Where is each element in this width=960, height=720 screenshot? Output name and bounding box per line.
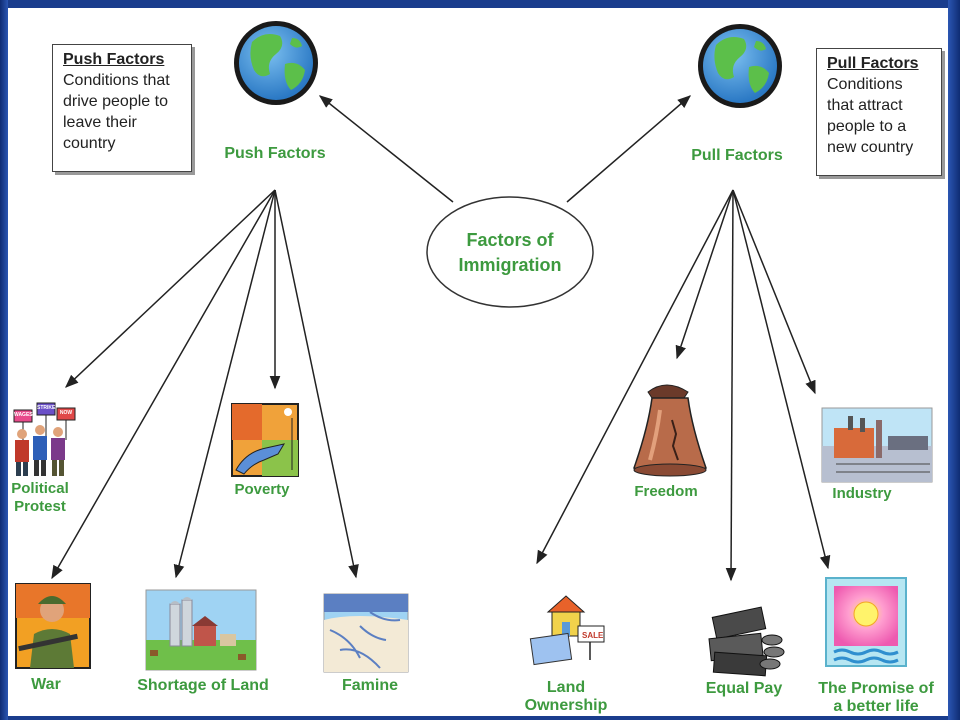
pull-factors-heading: Pull Factors (691, 147, 783, 164)
pull-definition-line: that attract (827, 97, 903, 114)
push-definition-box: Push Factors Conditions that drive peopl… (52, 44, 192, 172)
factory-icon (821, 407, 933, 483)
house-icon: SALE (529, 595, 605, 666)
label-promise-better-life: The Promise of a better life (810, 680, 942, 716)
center-title-line: Factors of (466, 230, 554, 250)
label-line: Political (11, 480, 69, 497)
label-freedom: Freedom (634, 483, 698, 500)
label-famine: Famine (341, 677, 398, 694)
push-definition-line: leave their (63, 114, 137, 131)
sale-sign: SALE (582, 631, 604, 640)
pull-definition-line: new country (827, 139, 914, 156)
farm-icon (145, 589, 257, 671)
center-title-line: Immigration (458, 255, 562, 275)
label-equal-pay: Equal Pay (705, 680, 783, 697)
label-line: Land (546, 679, 586, 696)
liberty-bell-icon (633, 384, 707, 477)
arrow-center-to-pull (566, 95, 692, 203)
center-ellipse (426, 196, 594, 308)
label-political-protest: Political Protest (2, 480, 78, 516)
push-definition-title: Push Factors (63, 51, 165, 68)
pull-definition-box: Pull Factors Conditions that attract peo… (816, 48, 942, 176)
push-arrows (51, 189, 359, 580)
label-shortage-of-land: Shortage of Land (137, 677, 269, 694)
arrow-center-to-push (318, 95, 454, 203)
label-industry: Industry (832, 485, 892, 502)
protest-icon (13, 402, 76, 476)
sun-icon (825, 577, 907, 667)
protest-sign-text: WAGES (14, 412, 33, 418)
label-land-ownership: Land Ownership (518, 679, 614, 715)
pull-definition-line: people to a (827, 118, 907, 135)
push-definition-line: country (63, 135, 116, 152)
poverty-icon (231, 403, 299, 477)
globe-icon (698, 24, 782, 108)
label-line: Protest (14, 498, 66, 515)
pull-arrows (536, 189, 831, 582)
label-poverty: Poverty (234, 481, 290, 498)
protest-sign-text: NOW (59, 410, 73, 416)
label-war: War (31, 676, 61, 693)
globe-icon (234, 21, 318, 105)
protest-sign-text: STRIKE (37, 405, 56, 411)
money-icon (708, 606, 785, 677)
pull-definition-title: Pull Factors (827, 55, 919, 72)
famine-icon (323, 593, 409, 673)
pull-definition-line: Conditions (827, 76, 903, 93)
war-icon (15, 583, 91, 669)
push-definition-line: Conditions that (63, 72, 170, 89)
label-line: The Promise of (818, 680, 934, 697)
center-title: Factors of Immigration (430, 228, 590, 278)
label-line: Ownership (524, 697, 608, 714)
push-definition-line: drive people to (63, 93, 168, 110)
label-line: a better life (833, 698, 919, 715)
push-factors-heading: Push Factors (224, 145, 326, 162)
